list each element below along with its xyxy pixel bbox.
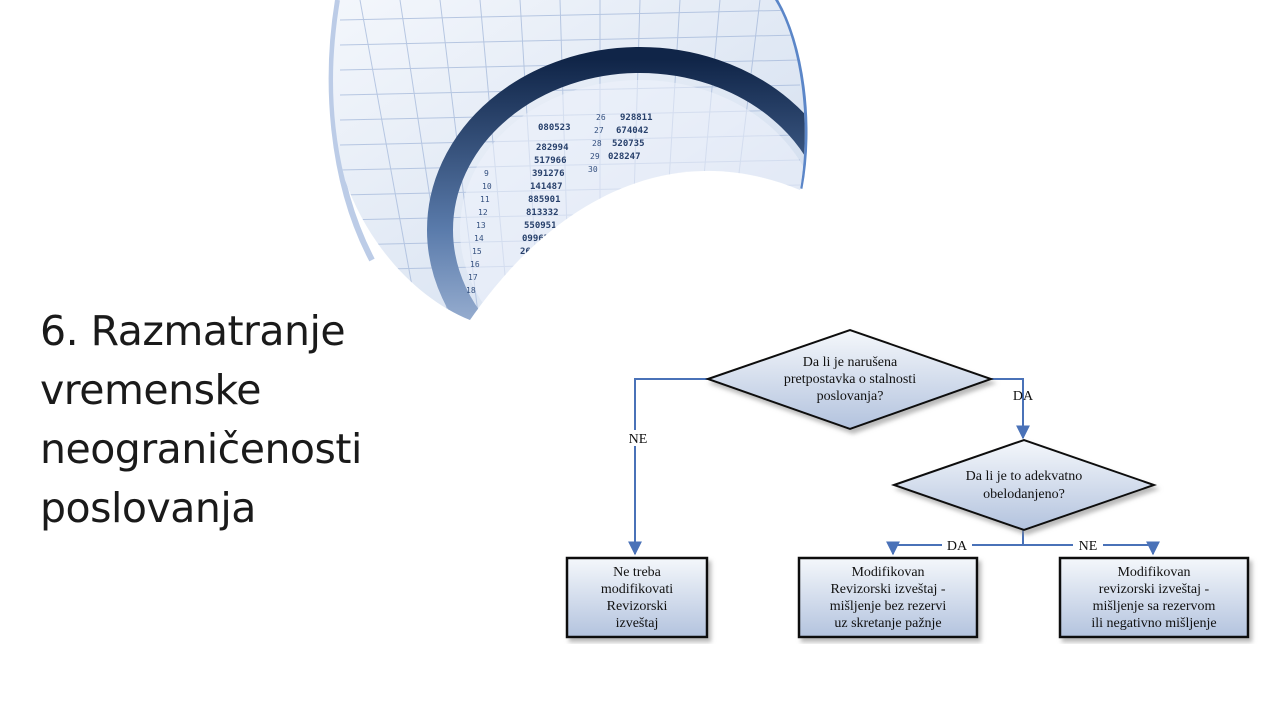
svg-text:Da li je to adekvatno: Da li je to adekvatno — [966, 469, 1083, 484]
svg-text:Revizorski izveštaj -: Revizorski izveštaj - — [830, 582, 945, 597]
svg-text:550951: 550951 — [524, 221, 557, 231]
svg-text:282994: 282994 — [536, 143, 569, 153]
svg-text:27: 27 — [594, 126, 604, 135]
svg-text:080523: 080523 — [538, 123, 571, 133]
svg-text:Revizorski: Revizorski — [607, 599, 668, 614]
svg-text:mišljenje bez rezervi: mišljenje bez rezervi — [830, 599, 947, 614]
svg-text:391276: 391276 — [532, 169, 565, 179]
svg-text:9: 9 — [484, 169, 489, 178]
svg-text:141487: 141487 — [530, 182, 563, 192]
svg-text:Modifikovan: Modifikovan — [1117, 565, 1190, 580]
svg-text:26: 26 — [596, 113, 606, 122]
svg-text:517966: 517966 — [534, 156, 567, 166]
edge-ne-left — [628, 378, 708, 556]
edge-label-ne-2: NE — [1079, 539, 1098, 554]
svg-text:revizorski izveštaj -: revizorski izveštaj - — [1099, 582, 1210, 597]
svg-text:16: 16 — [470, 260, 480, 269]
decision-adequate-disclosure: Da li je to adekvatno obelodanjeno? — [890, 438, 1158, 532]
svg-text:18: 18 — [466, 286, 476, 295]
svg-text:28: 28 — [592, 139, 602, 148]
decision-flowchart: NE DA DA NE Da li je narušena pretpostav… — [565, 328, 1250, 639]
svg-text:29: 29 — [590, 152, 600, 161]
decision-going-concern: Da li je narušena pretpostavka o stalnos… — [704, 328, 995, 431]
svg-text:poslovanja?: poslovanja? — [817, 389, 884, 404]
title-line: vremenske — [40, 366, 261, 414]
title-line: 6. Razmatranje — [40, 307, 346, 355]
svg-text:674042: 674042 — [616, 126, 649, 136]
outcome-qualified-or-adverse: Modifikovan revizorski izveštaj - mišlje… — [1058, 556, 1250, 639]
svg-text:520735: 520735 — [612, 139, 645, 149]
svg-text:mišljenje sa rezervom: mišljenje sa rezervom — [1093, 599, 1216, 614]
svg-text:obelodanjeno?: obelodanjeno? — [983, 487, 1065, 502]
edge-ne-box3 — [1023, 541, 1160, 556]
svg-text:11: 11 — [480, 195, 490, 204]
svg-text:813332: 813332 — [526, 208, 559, 218]
svg-text:Modifikovan: Modifikovan — [851, 565, 924, 580]
edge-label-ne: NE — [629, 432, 648, 447]
svg-text:2687: 2687 — [520, 247, 542, 257]
svg-text:ili negativno mišljenje: ili negativno mišljenje — [1091, 616, 1216, 631]
svg-text:uz skretanje pažnje: uz skretanje pažnje — [834, 616, 941, 631]
svg-text:modifikovati: modifikovati — [601, 582, 673, 597]
svg-text:30: 30 — [588, 165, 598, 174]
title-line: neograničenosti — [40, 425, 362, 473]
svg-text:pretpostavka o stalnosti: pretpostavka o stalnosti — [784, 372, 916, 387]
svg-text:izveštaj: izveštaj — [616, 616, 659, 631]
slide-title: 6. Razmatranje vremenske neograničenosti… — [40, 302, 420, 538]
svg-text:13: 13 — [476, 221, 486, 230]
svg-text:17: 17 — [468, 273, 478, 282]
outcome-no-modification: Ne treba modifikovati Revizorski izvešta… — [565, 556, 709, 639]
outcome-emphasis-of-matter: Modifikovan Revizorski izveštaj - mišlje… — [797, 556, 979, 639]
svg-text:028247: 028247 — [608, 152, 641, 162]
svg-text:Da li je narušena: Da li je narušena — [803, 355, 898, 370]
svg-text:12: 12 — [478, 208, 488, 217]
title-line: poslovanja — [40, 484, 256, 532]
edge-da-down — [991, 378, 1030, 440]
magnifier-lens — [427, 47, 805, 320]
edge-label-da-2: DA — [947, 539, 968, 554]
edge-da-box2 — [886, 541, 1023, 556]
svg-text:Ne treba: Ne treba — [613, 565, 662, 580]
svg-text:099658: 099658 — [522, 234, 555, 244]
svg-text:885901: 885901 — [528, 195, 561, 205]
svg-text:14: 14 — [474, 234, 484, 243]
svg-text:928811: 928811 — [620, 113, 653, 123]
edge-label-da: DA — [1013, 389, 1034, 404]
svg-text:15: 15 — [472, 247, 482, 256]
svg-text:10: 10 — [482, 182, 492, 191]
